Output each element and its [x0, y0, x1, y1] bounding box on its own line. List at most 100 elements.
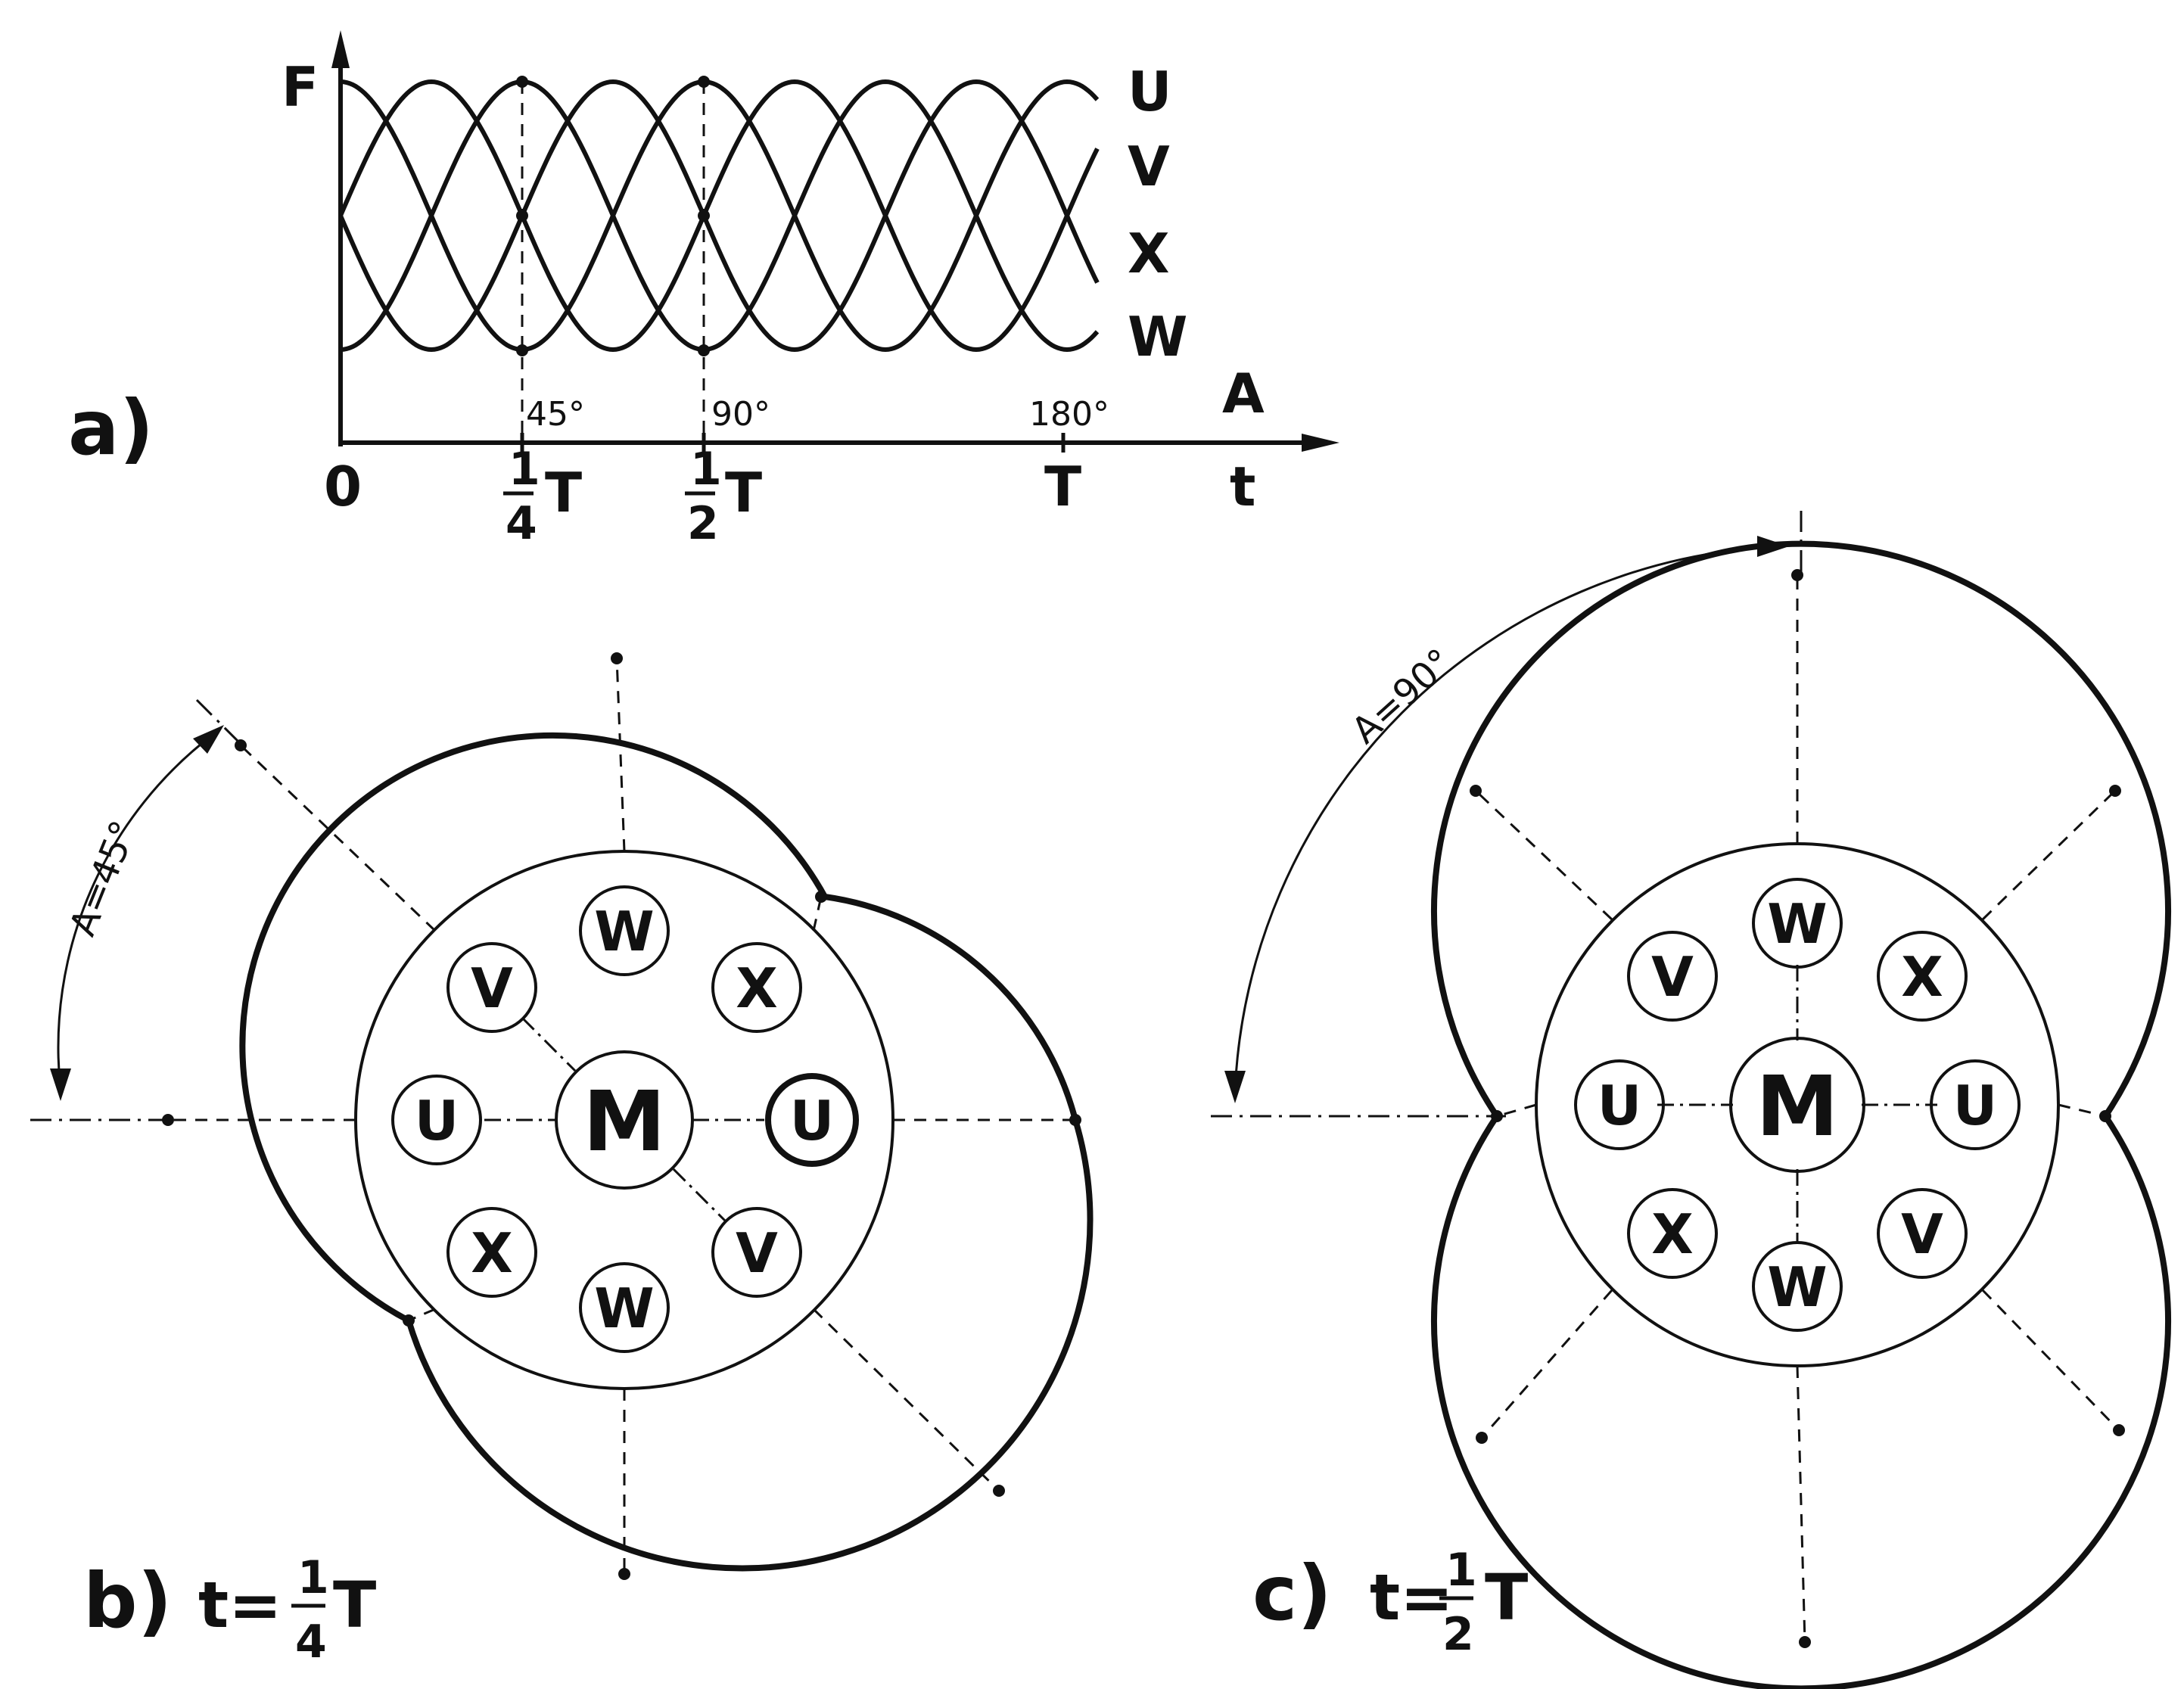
winding-label: W: [1767, 892, 1827, 956]
rotor-label: M: [583, 1073, 665, 1170]
envelope-point: [2113, 1424, 2125, 1436]
panel-c-fraction-den: 2: [1442, 1608, 1474, 1661]
time-mark-quarter-suffix: T: [545, 461, 582, 524]
winding: X: [1627, 1188, 1718, 1279]
panel-b-label: b): [83, 1557, 172, 1645]
time-mark-half-suffix: T: [725, 461, 762, 524]
y-axis-label: F: [282, 55, 319, 119]
winding: W: [579, 885, 670, 976]
curve-w: [340, 79, 1100, 353]
rotor-circle: [1729, 1037, 1865, 1173]
envelope-point: [2099, 1110, 2111, 1122]
dashed-radial: [1981, 1289, 2120, 1432]
time-mark-half-num: 1: [690, 443, 722, 496]
angle-arc-arrow-start: [50, 1068, 71, 1101]
panel-b-fraction-den: 4: [295, 1616, 327, 1669]
winding-label: V: [736, 1221, 778, 1285]
winding-label: V: [1901, 1202, 1943, 1266]
dashed-radial: [2058, 1103, 2106, 1118]
winding: U: [1574, 1059, 1665, 1150]
envelope-point: [1799, 1636, 1811, 1648]
winding-label: U: [415, 1089, 459, 1152]
dashed-radial: [812, 1308, 1000, 1492]
marker-point: [698, 210, 710, 222]
envelope-point: [611, 652, 623, 664]
envelope-point: [1491, 1110, 1503, 1122]
curve-label-w: W: [1128, 305, 1187, 369]
stator-ring: [354, 850, 894, 1390]
angle-mark-90: 90°: [711, 395, 770, 434]
x-axis-angle-label: A: [1222, 362, 1265, 425]
dashed-radial: [1796, 1365, 1806, 1643]
curve-x: [338, 79, 1100, 353]
winding: U: [391, 1075, 482, 1165]
panel-b-time-prefix: t=: [198, 1568, 282, 1642]
origin-label: 0: [324, 455, 362, 518]
winding-label: W: [594, 900, 654, 963]
curve-label-v: V: [1128, 135, 1170, 198]
curve-u: [340, 79, 1100, 353]
panel-b-time-suffix: T: [333, 1568, 376, 1642]
winding: V: [446, 942, 537, 1033]
envelope-point: [815, 891, 827, 903]
winding: W: [1752, 1241, 1843, 1332]
x-axis-time-label: t: [1230, 455, 1255, 518]
panel-c-fraction-num: 1: [1445, 1544, 1477, 1597]
winding: X: [1877, 931, 1968, 1022]
curve-label-u: U: [1128, 60, 1171, 123]
panel-c-time-suffix: T: [1485, 1560, 1528, 1635]
envelope-point: [1470, 785, 1482, 797]
time-mark-quarter-num: 1: [509, 443, 540, 496]
winding-label: W: [1767, 1255, 1827, 1319]
panel-a-label: a): [68, 384, 154, 472]
rotor-circle: [555, 1050, 694, 1190]
marker-point: [698, 344, 710, 356]
angle-label-c: A=90°: [1344, 640, 1461, 751]
envelope-point: [235, 739, 247, 751]
marker-point: [516, 344, 528, 356]
winding: V: [1627, 931, 1718, 1022]
winding: U: [1930, 1059, 2021, 1150]
winding-label: X: [1901, 945, 1943, 1009]
stator-ring: [1535, 842, 2060, 1367]
panel-b-fraction-num: 1: [297, 1551, 329, 1604]
marker-point: [698, 76, 710, 88]
winding-label: X: [471, 1221, 513, 1285]
winding-label: V: [1651, 945, 1694, 1009]
winding: U: [765, 1073, 859, 1167]
inner-axis: [521, 1016, 577, 1072]
winding-label: X: [1651, 1202, 1694, 1266]
flux-envelope: [239, 732, 1094, 1572]
envelope-point: [403, 1314, 415, 1327]
winding: V: [1877, 1188, 1968, 1279]
winding-label: V: [471, 956, 513, 1020]
panel-a: F a) A t 0 45° 90° 180° 1 4 T 1 2 T T U …: [68, 30, 1339, 550]
envelope-point: [162, 1114, 174, 1126]
winding: X: [446, 1207, 537, 1298]
dashed-radial: [1480, 1289, 1613, 1439]
envelope-point: [993, 1485, 1005, 1497]
envelope-point: [1791, 569, 1803, 581]
angle-mark-180: 180°: [1029, 395, 1109, 434]
dashed-radial: [1981, 789, 2117, 921]
envelope-point: [2109, 785, 2121, 797]
winding: W: [1752, 878, 1843, 969]
winding-label: U: [790, 1089, 834, 1152]
winding: X: [711, 942, 802, 1033]
winding-label: U: [1598, 1074, 1641, 1137]
inner-axis: [672, 1168, 728, 1224]
angle-arc: [57, 731, 216, 1090]
marker-point: [516, 76, 528, 88]
winding-label: W: [594, 1277, 654, 1340]
winding: V: [711, 1207, 802, 1298]
winding-label: X: [736, 956, 778, 1020]
curve-v: [338, 79, 1100, 353]
time-mark-period: T: [1044, 455, 1081, 518]
x-axis-arrow: [1302, 434, 1339, 452]
dashed-radial: [1496, 1103, 1537, 1118]
time-mark-half-den: 2: [687, 497, 719, 550]
winding-label: U: [1953, 1074, 1997, 1137]
envelope-point: [618, 1568, 630, 1580]
